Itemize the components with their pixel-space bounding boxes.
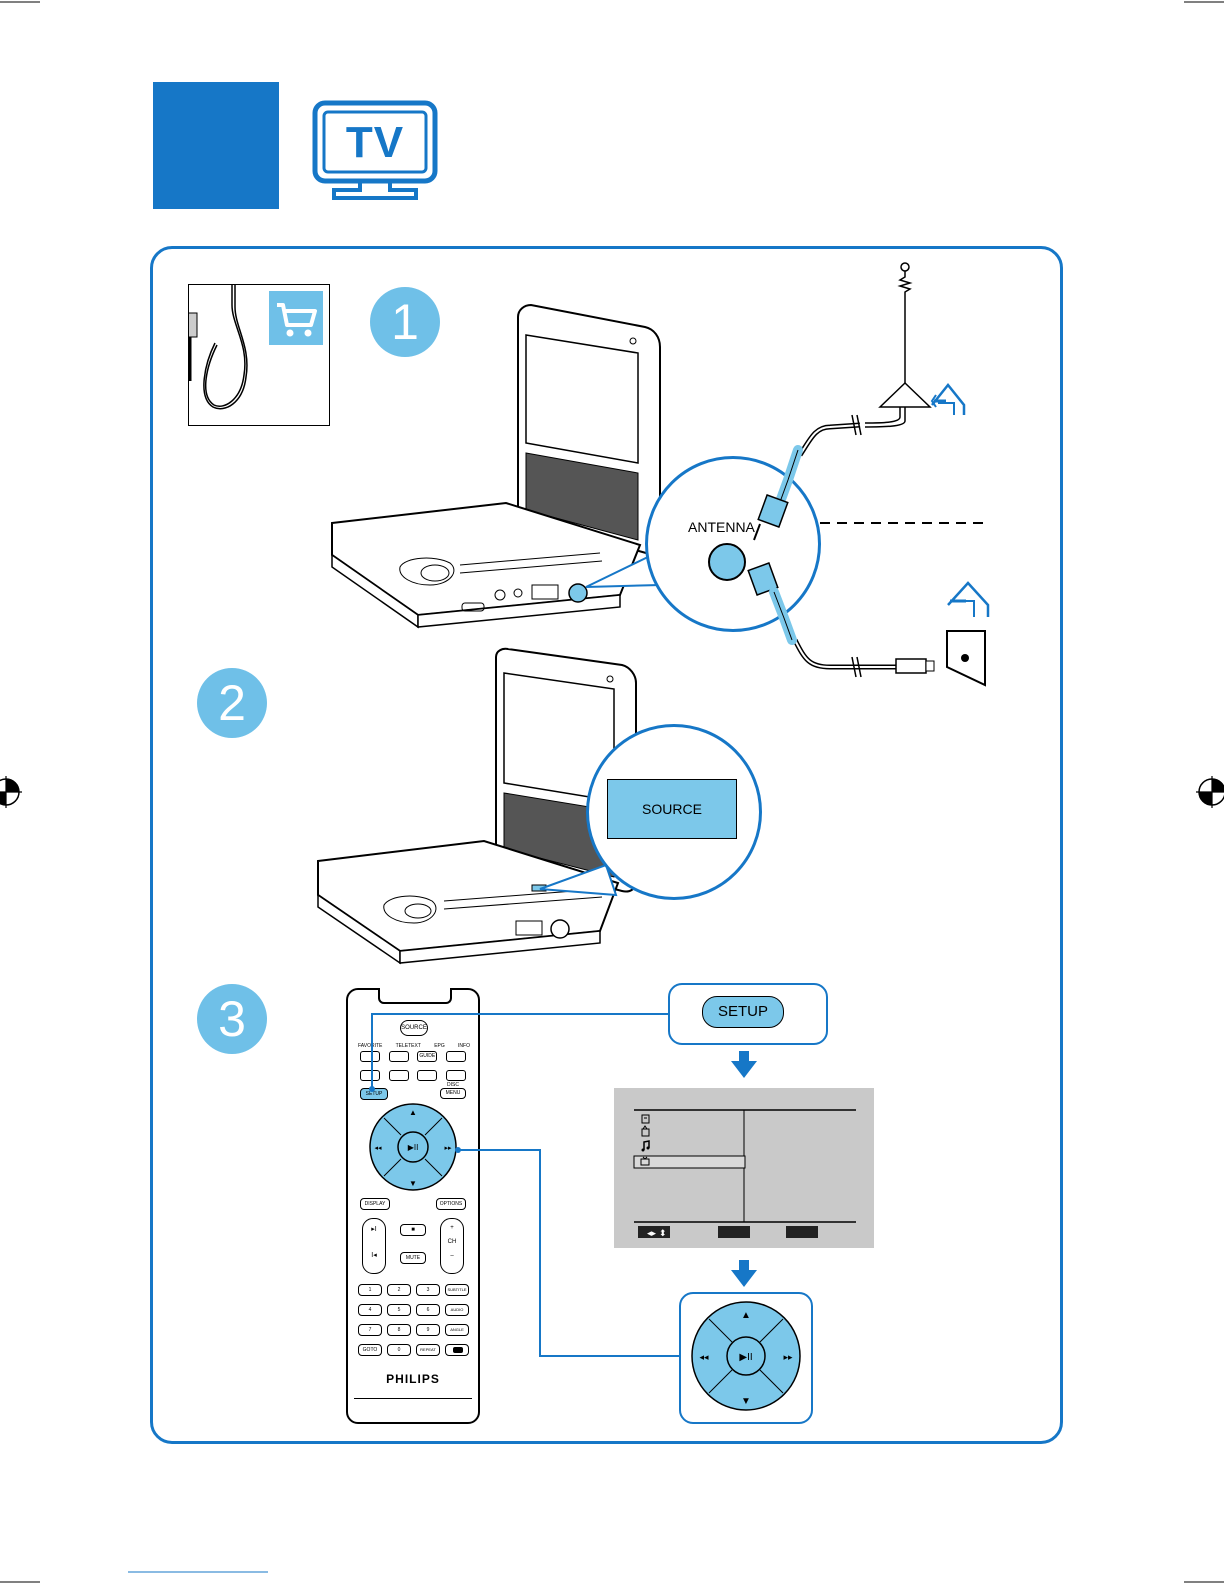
menu-audio-icon: [642, 1141, 650, 1152]
rewind-icon: ◂◂: [699, 1352, 709, 1362]
arrow-down-icon: [731, 1051, 757, 1078]
setup-menu-screen: ◂▸ ⬍: [614, 1088, 874, 1248]
svg-text:◂▸: ◂▸: [647, 1228, 657, 1238]
svg-text:⬍: ⬍: [659, 1228, 667, 1238]
setup-button[interactable]: SETUP: [702, 996, 784, 1028]
navigation-pad[interactable]: ▲ ▼ ◂◂ ▸▸ ▶II: [690, 1300, 802, 1412]
setup-button-label: SETUP: [718, 1003, 768, 1020]
forward-icon: ▸▸: [783, 1352, 793, 1362]
arrow-down-icon: [731, 1260, 757, 1287]
menu-general-icon: [642, 1115, 649, 1123]
up-arrow-icon: ▲: [741, 1310, 751, 1321]
down-arrow-icon: ▼: [741, 1396, 751, 1407]
menu-video-icon: [642, 1126, 649, 1136]
play-pause-icon: ▶II: [739, 1352, 752, 1363]
